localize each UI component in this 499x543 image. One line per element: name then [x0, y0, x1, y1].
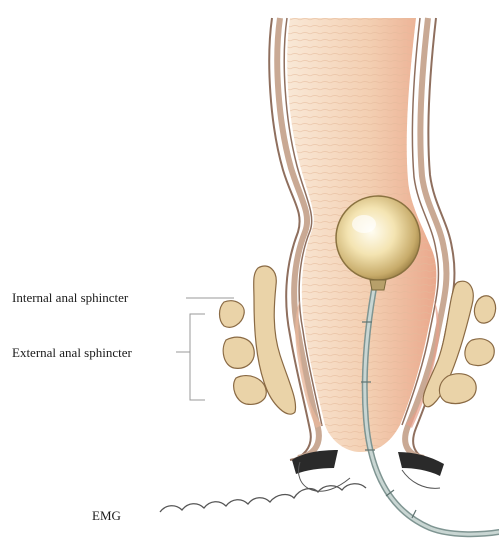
emg-electrode — [292, 450, 444, 476]
external-anal-sphincter-label: External anal sphincter — [12, 345, 132, 361]
emg-label: EMG — [92, 508, 121, 524]
internal-anal-sphincter-label: Internal anal sphincter — [12, 290, 128, 306]
pelvic-bone-left — [220, 266, 296, 414]
